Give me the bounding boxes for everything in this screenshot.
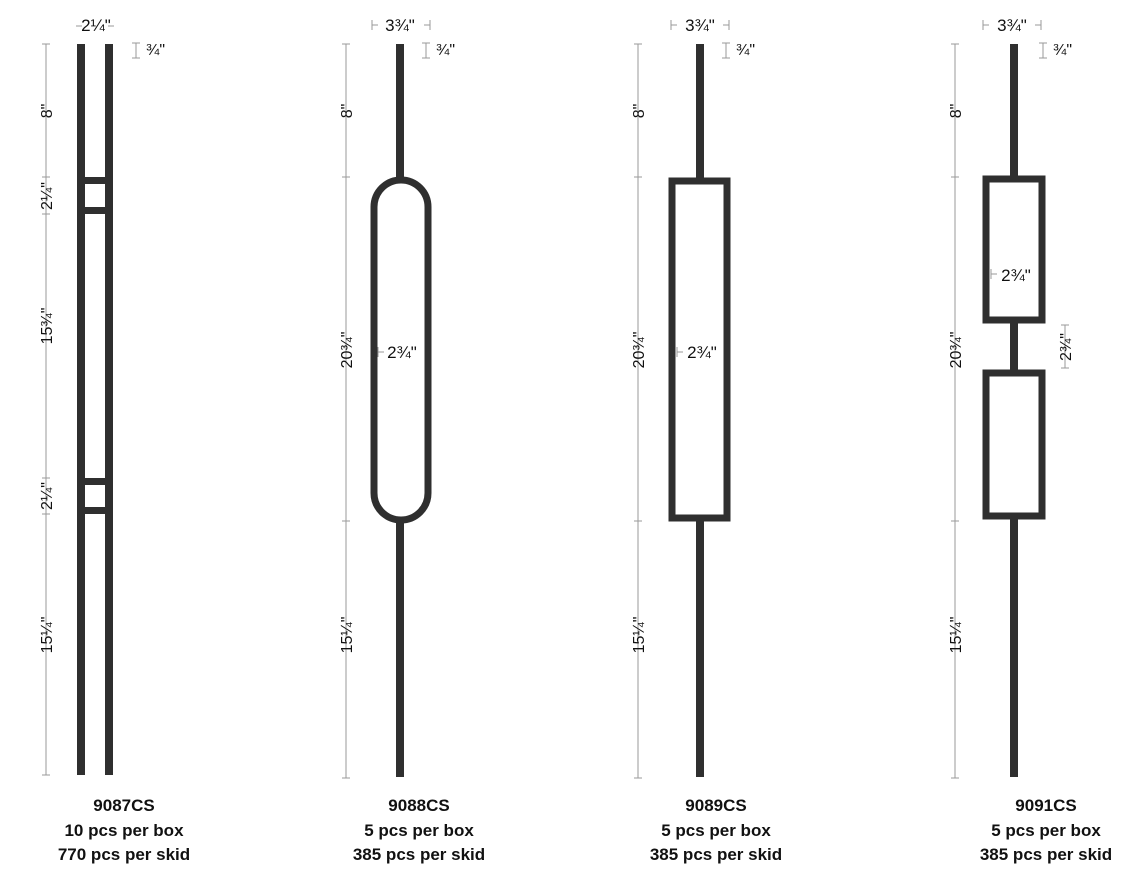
model-number: 9091CS <box>1015 796 1077 815</box>
rectangle-frame <box>668 177 731 522</box>
segment-label-3: 15¼" <box>631 617 648 654</box>
baluster-9088cs: 3¾" ¾" 2¾" 8" 20¾" 15¼" <box>339 16 455 779</box>
pin-label: ¾" <box>436 42 455 59</box>
segment-label-2: 20¾" <box>631 332 648 369</box>
pin-label: ¾" <box>736 42 755 59</box>
segment-label-1: 8" <box>948 104 965 119</box>
inner-width-label: 2¾" <box>387 343 417 362</box>
width-label: 3¾" <box>997 16 1027 35</box>
upper-box-frame <box>982 175 1046 324</box>
caption-9091cs: 9091CS 5 pcs per box 385 pcs per skid <box>936 794 1132 868</box>
width-label: 3¾" <box>385 16 415 35</box>
iron-bars <box>77 44 113 775</box>
per-box: 5 pcs per box <box>661 820 771 840</box>
model-number: 9087CS <box>93 796 155 815</box>
baluster-9089cs: 3¾" ¾" 2¾" 8" 20¾" 15¼" <box>631 16 755 779</box>
pin-label: ¾" <box>1053 42 1072 59</box>
gap-label: 2¾" <box>1058 333 1075 361</box>
segment-label-3: 15¼" <box>948 617 965 654</box>
pin-label: ¾" <box>146 42 165 59</box>
segment-label-1: 8" <box>631 104 648 119</box>
width-label: 3¾" <box>685 16 715 35</box>
lower-box-frame <box>982 369 1046 520</box>
right-bar <box>105 44 113 775</box>
caption-9088cs: 9088CS 5 pcs per box 385 pcs per skid <box>309 794 529 868</box>
iron-bars <box>370 44 432 777</box>
inner-width-label: 2¾" <box>1001 266 1031 285</box>
per-box: 5 pcs per box <box>364 820 474 840</box>
per-skid: 770 pcs per skid <box>57 845 191 864</box>
segment-label-2: 20¾" <box>339 332 356 369</box>
left-bar <box>77 44 85 775</box>
caption-9089cs: 9089CS 5 pcs per box 385 pcs per skid <box>606 794 826 868</box>
segment-label-1: 8" <box>339 104 356 119</box>
iron-bars <box>668 44 731 777</box>
segment-label-2: 20¾" <box>948 332 965 369</box>
segment-label-4: 2¼" <box>39 482 56 510</box>
baluster-9091cs: 3¾" ¾" 2¾" 2¾" 8" 20¾" 15¼" <box>948 16 1075 779</box>
per-skid: 385 pcs per skid <box>649 845 783 864</box>
per-box: 10 pcs per box <box>64 820 184 840</box>
model-number: 9089CS <box>685 796 747 815</box>
caption-9087cs: 9087CS 10 pcs per box 770 pcs per skid <box>14 794 234 868</box>
oval-frame <box>370 176 432 524</box>
segment-label-2: 2¼" <box>39 182 56 210</box>
per-skid: 385 pcs per skid <box>352 845 486 864</box>
inner-width-label: 2¾" <box>687 343 717 362</box>
baluster-drawings: 2¼" ¾" 8" 2¼" 15¾" 2¼" 15¼" <box>39 16 1075 779</box>
width-label: 2¼" <box>81 16 111 35</box>
per-box: 5 pcs per box <box>991 820 1101 840</box>
segment-label-3: 15¼" <box>339 617 356 654</box>
per-skid: 385 pcs per skid <box>979 845 1113 864</box>
iron-bars <box>982 44 1046 777</box>
segment-label-3: 15¾" <box>39 308 56 345</box>
baluster-9087cs: 2¼" ¾" 8" 2¼" 15¾" 2¼" 15¼" <box>39 16 165 776</box>
segment-label-1: 8" <box>39 104 56 119</box>
model-number: 9088CS <box>388 796 450 815</box>
segment-label-5: 15¼" <box>39 617 56 654</box>
